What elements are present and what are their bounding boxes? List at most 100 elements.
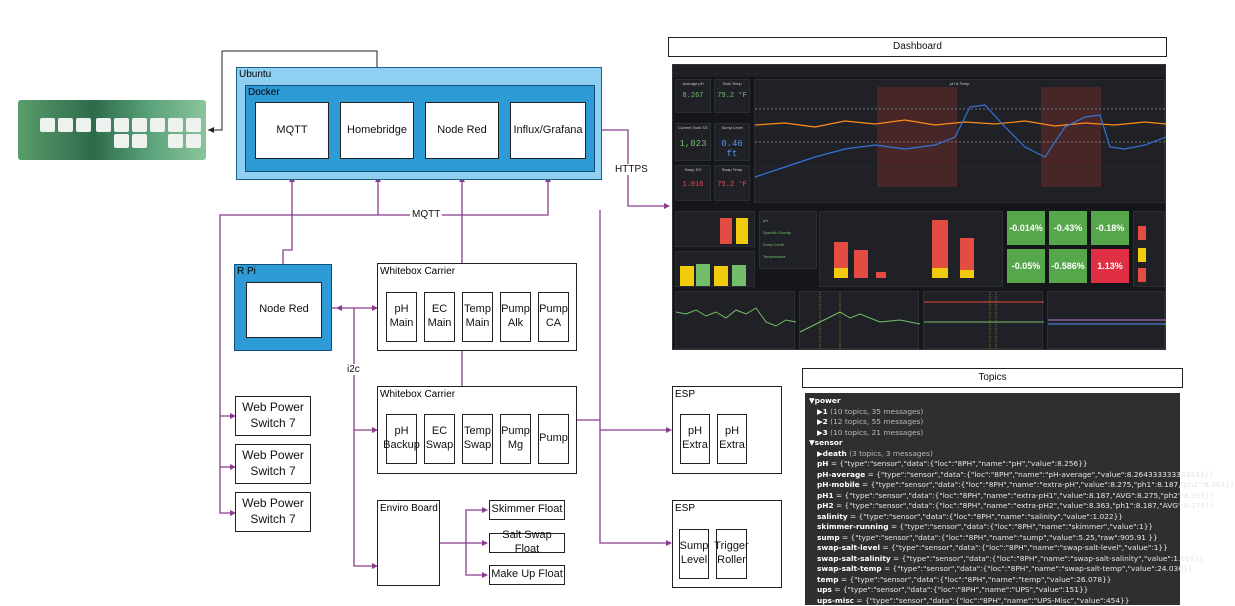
mqtt-container: MQTT (255, 102, 329, 159)
topic-value: = {"type":"sensor","data":{"loc":"8PH","… (880, 543, 1168, 552)
topic-node-info: (10 topics, 21 messages) (828, 428, 923, 437)
web-power-switch-3: Web Power Switch 7 (235, 492, 311, 532)
topic-key: swap-salt-salinity (817, 554, 891, 563)
stat-title: Swap SG (676, 167, 710, 172)
mini-chart-plot (1048, 292, 1166, 350)
ph-temp-timeseries: pH & Temp (754, 79, 1165, 203)
module-pump-mg: Pump Mg (500, 414, 531, 464)
module-temp-main: Temp Main (462, 292, 493, 342)
accessory-tile (40, 118, 55, 132)
tile-value: -0.43% (1054, 223, 1083, 233)
accessory-tile (168, 134, 183, 148)
dashboard-toolbar (673, 65, 1165, 77)
topic-line[interactable]: ups-misc = {"type":"sensor","data":{"loc… (809, 596, 1176, 606)
topic-value: = {"type":"sensor","data":{"loc":"8PH","… (854, 596, 1129, 605)
topic-line[interactable]: pH2 = {"type":"sensor","data":{"loc":"8P… (809, 501, 1176, 512)
module-ph-extra-2: pH Extra (717, 414, 747, 464)
legend-panel (1133, 211, 1165, 287)
gauge-bars (676, 212, 756, 248)
stat-panel: Sump Level 0.46 ft (714, 123, 750, 161)
topic-value: = {"type":"sensor","data":{"loc":"8PH","… (840, 533, 1158, 542)
topic-key: ups (817, 585, 832, 594)
module-temp-swap: Temp Swap (462, 414, 493, 464)
stat-title: Tank Temp (715, 81, 749, 86)
module-sump-level: Sump Level (679, 529, 709, 579)
topic-line[interactable]: ups = {"type":"sensor","data":{"loc":"8P… (809, 585, 1176, 596)
topic-node[interactable]: ▶death (3 topics, 3 messages) (809, 449, 1176, 460)
topic-node[interactable]: ▶2 (12 topics, 55 messages) (809, 417, 1176, 428)
accessory-tile (132, 118, 147, 132)
mini-chart-1 (675, 291, 795, 349)
topic-line[interactable]: salinity = {"type":"sensor","data":{"loc… (809, 512, 1176, 523)
topic-value: = {"type":"sensor","data":{"loc":"8PH","… (889, 522, 1154, 531)
gauge-panel (675, 211, 755, 247)
docker-label: Docker (248, 87, 280, 98)
change-tile: -0.586% (1049, 249, 1087, 283)
salt-swap-float: Salt Swap Float (489, 533, 565, 553)
status-item: pH (763, 215, 816, 227)
stat-panel: Tank Temp 79.2 °F (714, 79, 750, 113)
module-ph-backup: pH Backup (386, 414, 417, 464)
topic-node[interactable]: ▶3 (10 topics, 21 messages) (809, 428, 1176, 439)
tile-value: -0.18% (1096, 223, 1125, 233)
topic-key: pH2 (817, 501, 834, 510)
skimmer-float: Skimmer Float (489, 500, 565, 520)
topic-group-name: ▼power (809, 396, 841, 405)
module-ec-main: EC Main (424, 292, 455, 342)
stat-title: Current Tank SG (676, 125, 710, 130)
mini-chart-2 (799, 291, 919, 349)
topic-value: = {"type":"sensor","data":{"loc":"8PH","… (828, 459, 1087, 468)
topic-line[interactable]: sump = {"type":"sensor","data":{"loc":"8… (809, 533, 1176, 544)
accessory-tile (114, 134, 129, 148)
topic-line[interactable]: pH-mobile = {"type":"sensor","data":{"lo… (809, 480, 1176, 491)
homebridge-container: Homebridge (340, 102, 414, 159)
topic-group[interactable]: ▼power (809, 396, 1176, 407)
esp-label: ESP (675, 503, 695, 514)
rpi-node-red: Node Red (246, 282, 322, 338)
stat-panel: Current Tank SG 1,023 (675, 123, 711, 161)
topics-header: Topics (802, 368, 1183, 388)
dashboard-header: Dashboard (668, 37, 1167, 57)
accessory-tile (186, 118, 201, 132)
topic-key: skimmer-running (817, 522, 889, 531)
topic-value: = {"type":"sensor","data":{"loc":"8PH","… (839, 575, 1112, 584)
accessory-tile (132, 134, 147, 148)
status-item: Specific Gravity (763, 227, 816, 239)
accessory-tile (186, 134, 201, 148)
topic-line[interactable]: temp = {"type":"sensor","data":{"loc":"8… (809, 575, 1176, 586)
stat-value: 1,023 (676, 139, 710, 149)
mini-chart-plot (800, 292, 920, 350)
topic-key: temp (817, 575, 839, 584)
topic-node-name: ▶1 (817, 407, 828, 416)
topic-line[interactable]: pH = {"type":"sensor","data":{"loc":"8PH… (809, 459, 1176, 470)
homekit-app-screenshot (18, 100, 206, 160)
topic-node[interactable]: ▶1 (10 topics, 35 messages) (809, 407, 1176, 418)
topic-key: pH (817, 459, 828, 468)
topic-value: = {"type":"sensor","data":{"loc":"8PH","… (848, 512, 1123, 521)
stat-panel: Swap Temp 75.2 °F (714, 165, 750, 201)
topic-line[interactable]: swap-salt-level = {"type":"sensor","data… (809, 543, 1176, 554)
stat-value: 79.2 °F (715, 92, 749, 100)
node-red-container: Node Red (425, 102, 499, 159)
tile-value: -0.05% (1012, 261, 1041, 271)
topic-value: = {"type":"sensor","data":{"loc":"8PH","… (860, 480, 1235, 489)
topic-value: = {"type":"sensor","data":{"loc":"8PH","… (834, 491, 1215, 500)
whitebox-label: Whitebox Carrier (380, 266, 455, 277)
topic-node-name: ▶3 (817, 428, 828, 437)
module-pump: Pump (538, 414, 569, 464)
status-item: Temperature (763, 251, 816, 263)
topic-node-info: (3 topics, 3 messages) (847, 449, 933, 458)
topic-group[interactable]: ▼sensor (809, 438, 1176, 449)
topic-line[interactable]: pH1 = {"type":"sensor","data":{"loc":"8P… (809, 491, 1176, 502)
status-list: pH Specific Gravity Sump Level Temperatu… (759, 211, 817, 269)
accessory-tile (168, 118, 183, 132)
make-up-float: Make Up Float (489, 565, 565, 585)
enviro-label: Enviro Board (380, 503, 438, 514)
topic-key: pH-average (817, 470, 865, 479)
topic-line[interactable]: skimmer-running = {"type":"sensor","data… (809, 522, 1176, 533)
topic-line[interactable]: swap-salt-salinity = {"type":"sensor","d… (809, 554, 1176, 565)
topic-line[interactable]: pH-average = {"type":"sensor","data":{"l… (809, 470, 1176, 481)
accessory-tile (76, 118, 91, 132)
mini-gauges (1134, 212, 1166, 288)
topic-line[interactable]: swap-salt-temp = {"type":"sensor","data"… (809, 564, 1176, 575)
